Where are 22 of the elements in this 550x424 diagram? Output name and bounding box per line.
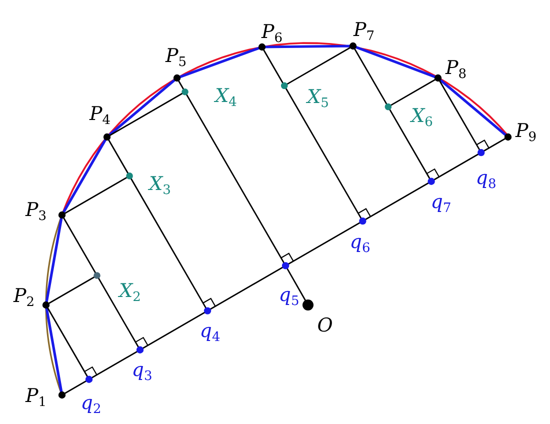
point-label: X$_{3}$ xyxy=(149,175,171,197)
point-label: q$_{6}$ xyxy=(350,233,370,255)
point-label: P$_{7}$ xyxy=(353,21,375,43)
point-label: P$_{2}$ xyxy=(13,287,35,309)
point-label: q$_{8}$ xyxy=(476,169,496,191)
point-label: P$_{3}$ xyxy=(25,201,47,223)
point-label: P$_{1}$ xyxy=(25,387,47,409)
point-label: q$_{2}$ xyxy=(80,394,102,416)
point-label: X$_{5}$ xyxy=(307,88,329,110)
point-label: X$_{4}$ xyxy=(215,87,237,109)
point-label: q$_{4}$ xyxy=(200,322,220,344)
point-label: P$_{9}$ xyxy=(515,122,537,144)
point-label: O xyxy=(317,316,333,336)
point-label: P$_{4}$ xyxy=(89,105,111,127)
point-label: q$_{5}$ xyxy=(278,286,300,308)
point-label: P$_{8}$ xyxy=(445,59,467,81)
point-label: X$_{6}$ xyxy=(411,107,433,129)
point-label: q$_{7}$ xyxy=(430,193,452,215)
point-label: P$_{5}$ xyxy=(165,47,187,69)
point-label: P$_{6}$ xyxy=(261,23,283,45)
point-label: X$_{2}$ xyxy=(119,282,141,304)
point-label: q$_{3}$ xyxy=(132,361,152,383)
